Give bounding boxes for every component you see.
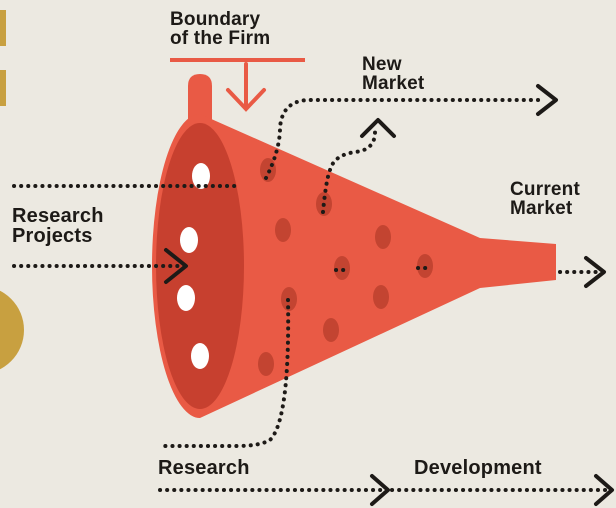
arrowhead-development bbox=[594, 474, 614, 506]
research-projects-line-2: Projects bbox=[12, 225, 93, 247]
mouth-hole bbox=[180, 227, 198, 253]
funnel-spot bbox=[275, 218, 291, 242]
arrowhead-research-projects bbox=[164, 248, 188, 284]
boundary-label-line-2: of the Firm bbox=[170, 28, 271, 49]
arrowhead-current-market bbox=[584, 256, 606, 288]
mouth-hole bbox=[177, 285, 195, 311]
funnel-spot bbox=[258, 352, 274, 376]
development-axis-label: Development bbox=[414, 457, 542, 479]
boundary-arrow bbox=[226, 62, 266, 112]
research-projects-label: Research Projects bbox=[12, 206, 104, 246]
new-market-line-2: Market bbox=[362, 73, 425, 94]
dotted-line-spinout bbox=[321, 130, 377, 214]
research-axis-label: Research bbox=[158, 457, 250, 479]
funnel bbox=[152, 74, 556, 418]
current-market-label: Current Market bbox=[510, 180, 580, 218]
left-edge-circle bbox=[0, 290, 24, 370]
funnel-body bbox=[152, 114, 556, 418]
dotted-line-bottom-out bbox=[158, 298, 291, 448]
arrowhead-spinout bbox=[360, 118, 396, 138]
funnel-spot bbox=[373, 285, 389, 309]
current-market-line-1: Current bbox=[510, 179, 581, 200]
funnel-spot bbox=[417, 254, 433, 278]
new-market-label: New Market bbox=[362, 55, 424, 93]
arrowhead-new-market bbox=[536, 84, 558, 116]
current-market-line-2: Market bbox=[510, 198, 573, 219]
arrowhead-research bbox=[370, 474, 390, 506]
funnel-mouth bbox=[156, 123, 244, 409]
funnel-spot bbox=[375, 225, 391, 249]
research-projects-line-1: Research bbox=[12, 205, 104, 227]
funnel-nub bbox=[188, 74, 212, 126]
boundary-of-firm-label: Boundary of the Firm bbox=[170, 10, 270, 48]
funnel-spot bbox=[323, 318, 339, 342]
new-market-line-1: New bbox=[362, 54, 402, 75]
mouth-hole bbox=[191, 343, 209, 369]
left-edge-mark-2 bbox=[0, 70, 6, 106]
funnel-spot bbox=[334, 256, 350, 280]
mouth-hole bbox=[192, 163, 210, 189]
left-edge-mark bbox=[0, 10, 6, 46]
boundary-label-line-1: Boundary bbox=[170, 9, 261, 30]
